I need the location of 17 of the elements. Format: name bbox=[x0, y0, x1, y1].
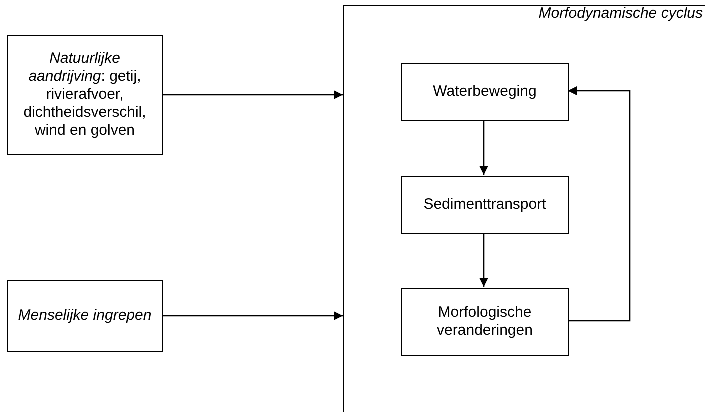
box-text: Morfologische veranderingen bbox=[436, 304, 534, 340]
box-text: Menselijke ingrepen bbox=[18, 307, 152, 325]
cycle-frame bbox=[343, 5, 705, 412]
process-box bbox=[7, 280, 163, 352]
frame-title: Morfodynamische cyclus bbox=[538, 5, 703, 22]
process-box bbox=[7, 35, 163, 155]
arrow bbox=[480, 233, 488, 287]
process-box bbox=[401, 288, 569, 356]
box-text: Sedimenttransport bbox=[424, 196, 546, 214]
arrow bbox=[480, 120, 488, 175]
arrow bbox=[568, 86, 631, 322]
process-box bbox=[401, 176, 569, 234]
box-text: Natuurlijke aandrijving: getij, rivierafvoer, dichtheidsverschil, wind en golven bbox=[22, 50, 148, 140]
arrow bbox=[163, 312, 343, 320]
box-text: Waterbeweging bbox=[433, 83, 537, 101]
process-box bbox=[401, 63, 569, 121]
arrow bbox=[163, 90, 343, 100]
